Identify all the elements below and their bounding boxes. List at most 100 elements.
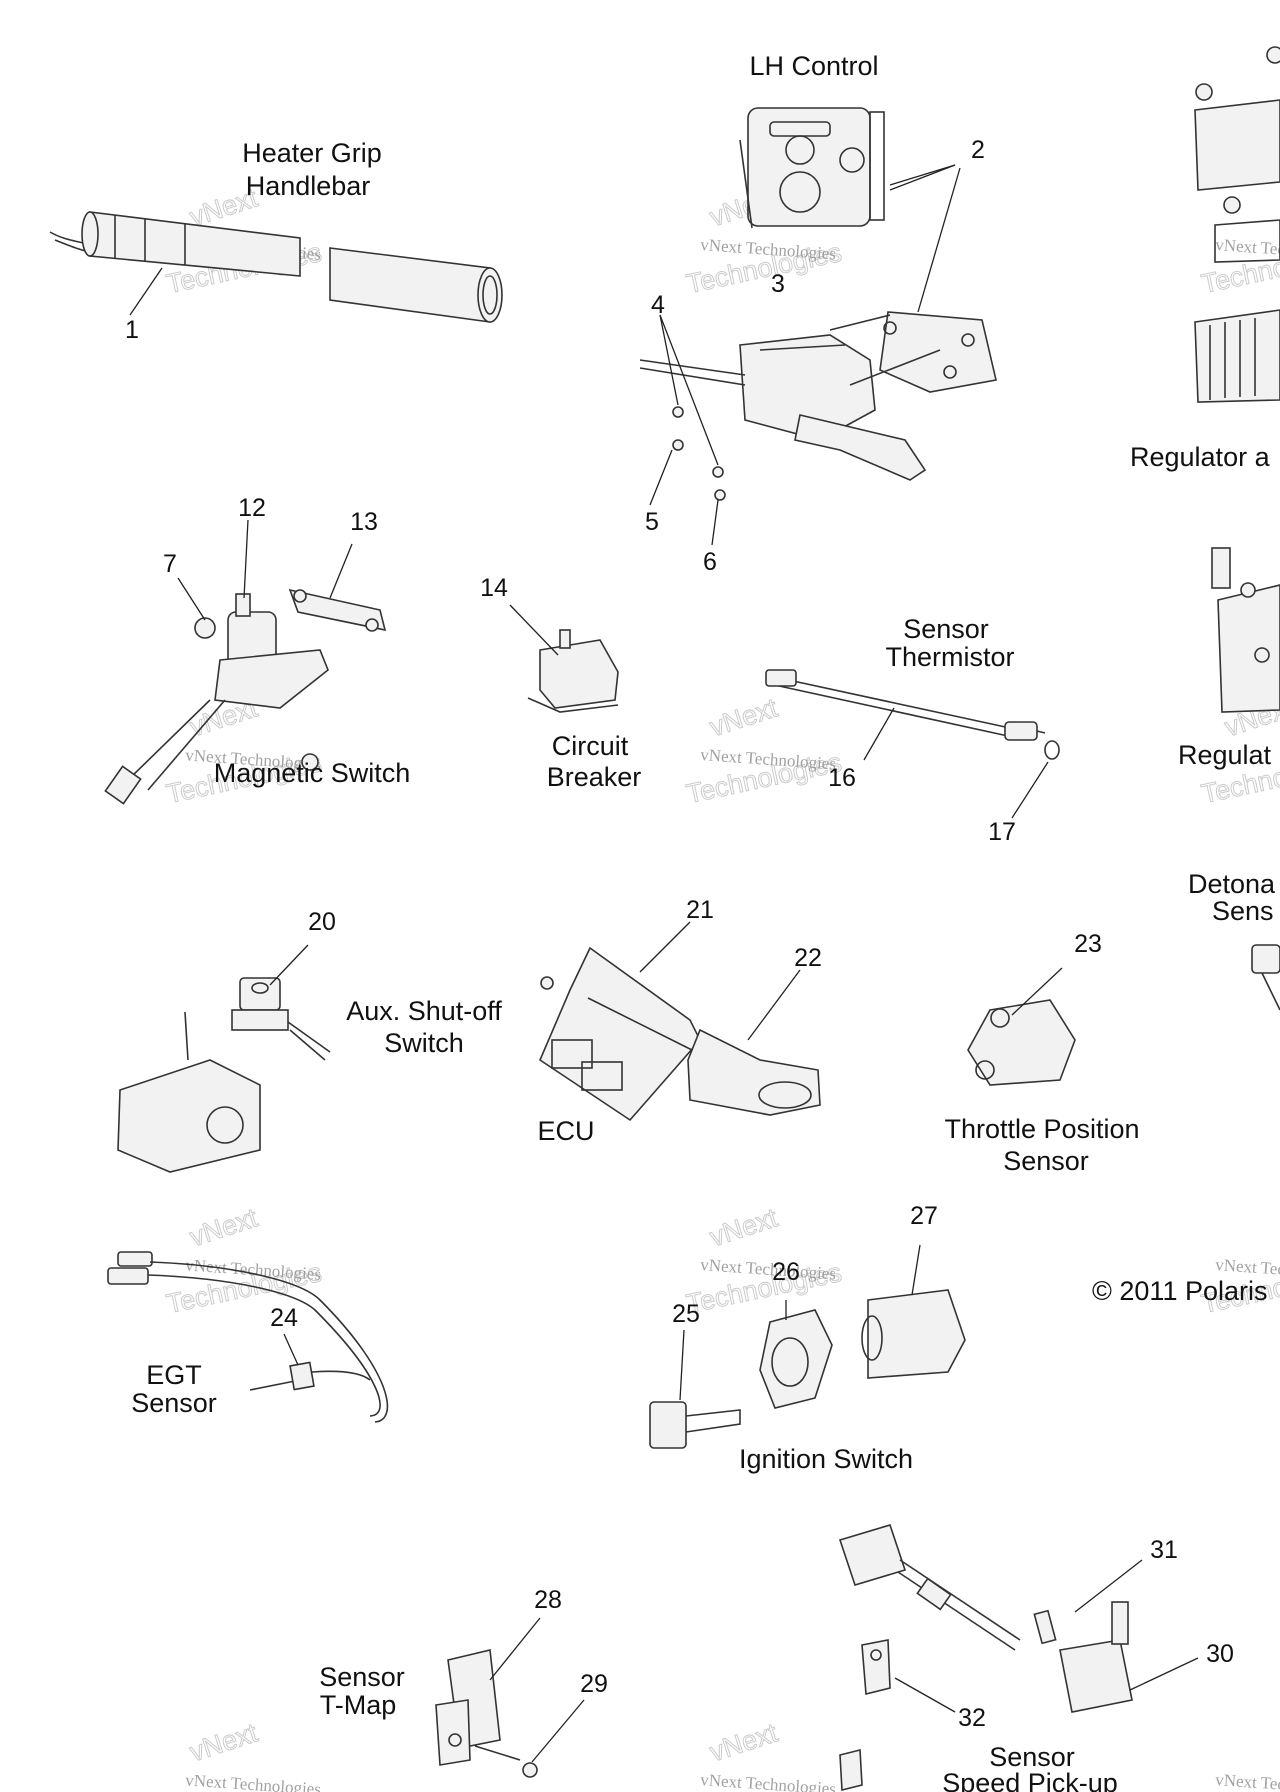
grommet bbox=[916, 1577, 952, 1611]
bracket-hole bbox=[961, 333, 975, 347]
label-tmap-sensor: Sensor bbox=[319, 1662, 405, 1692]
body-detail bbox=[759, 344, 846, 351]
bracket-hole bbox=[943, 365, 957, 379]
ecu-body bbox=[539, 946, 701, 1122]
cable bbox=[639, 359, 746, 376]
clip-hole bbox=[870, 1649, 882, 1661]
watermark-text: vNext bbox=[706, 692, 781, 742]
callout-24: 24 bbox=[270, 1304, 298, 1332]
detonation-connector bbox=[1251, 944, 1280, 974]
part-numbers: 1 2 3 4 5 6 7 12 13 14 16 17 20 21 22 23… bbox=[125, 136, 1234, 1732]
egt-connector bbox=[107, 1267, 149, 1285]
leader-line bbox=[1011, 761, 1049, 819]
nut bbox=[540, 976, 554, 990]
callout-12: 12 bbox=[238, 494, 266, 522]
nut-hole bbox=[771, 1337, 809, 1387]
lh-control-bracket bbox=[879, 311, 997, 393]
watermark: vNext vNext Technologies Technologies bbox=[163, 692, 324, 810]
nut bbox=[194, 617, 216, 639]
callout-22: 22 bbox=[794, 944, 822, 972]
ecu-mount bbox=[687, 1028, 821, 1116]
leader-line bbox=[711, 499, 719, 546]
watermark-text: vNext bbox=[186, 1717, 261, 1767]
leader-line bbox=[531, 1699, 585, 1763]
sensor-tip bbox=[1036, 730, 1046, 734]
leader-line bbox=[489, 1617, 541, 1681]
leader-line bbox=[889, 164, 956, 186]
tps-hole bbox=[975, 1060, 995, 1080]
callout-4: 4 bbox=[651, 291, 665, 319]
screw bbox=[522, 1762, 538, 1778]
leader-line bbox=[1074, 1559, 1143, 1613]
brake-lever bbox=[794, 414, 927, 481]
solenoid-bracket bbox=[214, 649, 329, 709]
section-labels: LH Control Heater Grip Handlebar Regulat… bbox=[131, 51, 1276, 1792]
leader-line bbox=[177, 577, 206, 621]
regulator-body bbox=[1217, 584, 1280, 713]
watermark: vNext vNext Technologies Technologies bbox=[683, 692, 844, 810]
leader-line bbox=[1129, 1657, 1199, 1691]
egt-nut bbox=[289, 1361, 315, 1391]
regulator-mid-assembly bbox=[1211, 547, 1280, 713]
wire bbox=[127, 699, 211, 781]
sensor-probe bbox=[1004, 721, 1038, 741]
clip bbox=[839, 1748, 863, 1792]
speed-pickup-assembly bbox=[838, 1524, 1199, 1792]
grip-end bbox=[81, 211, 99, 257]
speed-sensor-body bbox=[1059, 1639, 1133, 1713]
lh-control-button bbox=[779, 171, 821, 213]
nut bbox=[1195, 83, 1213, 101]
bracket-hole bbox=[883, 321, 897, 335]
washer bbox=[1044, 740, 1060, 760]
callout-25: 25 bbox=[672, 1300, 700, 1328]
watermark: vNext Technologies bbox=[1215, 1770, 1280, 1792]
callout-5: 5 bbox=[645, 508, 659, 536]
leader-line bbox=[889, 164, 956, 191]
screw bbox=[672, 439, 684, 451]
lh-control-cable bbox=[739, 139, 753, 229]
screw bbox=[672, 406, 684, 418]
bracket-arm bbox=[184, 1011, 189, 1061]
label-regulator-mid: Regulat bbox=[1178, 740, 1272, 770]
callout-7: 7 bbox=[163, 550, 177, 578]
nut bbox=[1240, 582, 1256, 598]
label-speed-sensor: Sensor bbox=[989, 1742, 1075, 1772]
callout-16: 16 bbox=[828, 764, 856, 792]
label-speed-pickup: Speed Pick-up bbox=[942, 1768, 1118, 1792]
tps-body bbox=[967, 999, 1076, 1086]
cable bbox=[639, 367, 746, 386]
bracket-hole bbox=[206, 1106, 244, 1144]
switch-base bbox=[231, 1009, 289, 1031]
leader-line bbox=[659, 314, 679, 406]
callout-26: 26 bbox=[772, 1258, 800, 1286]
leader-line bbox=[894, 1677, 956, 1713]
label-regulator-top: Regulator a bbox=[1130, 442, 1271, 472]
callout-29: 29 bbox=[580, 1670, 608, 1698]
tmap-hole bbox=[448, 1733, 462, 1747]
egt-wire bbox=[149, 1261, 389, 1423]
leader-line bbox=[639, 921, 691, 973]
handlebar-end bbox=[477, 267, 503, 323]
label-breaker: Breaker bbox=[547, 762, 642, 792]
tps-hole bbox=[990, 1008, 1010, 1028]
leader-line bbox=[1011, 967, 1063, 1016]
callout-3: 3 bbox=[771, 270, 785, 298]
callout-13: 13 bbox=[350, 508, 378, 536]
dash-guide bbox=[849, 349, 941, 386]
regulator-gasket bbox=[1214, 219, 1280, 263]
cylinder-face bbox=[861, 1315, 883, 1361]
callout-20: 20 bbox=[308, 908, 336, 936]
label-egt: EGT bbox=[146, 1360, 202, 1390]
watermark: vNext vNext Technologies bbox=[185, 1717, 322, 1792]
heater-grip-handlebar bbox=[49, 211, 503, 323]
key-blade bbox=[685, 1409, 741, 1433]
leader-line bbox=[679, 1329, 685, 1401]
watermark: vNext vNext Technologies Technologies bbox=[163, 1202, 324, 1320]
breaker-terminal bbox=[559, 629, 571, 649]
egt-sensor-assembly bbox=[107, 1251, 389, 1423]
regulator-box bbox=[1194, 99, 1280, 191]
watermark-text: vNext Technologies bbox=[185, 1770, 322, 1792]
speed-connector bbox=[838, 1524, 907, 1586]
magnetic-switch-assembly bbox=[104, 519, 387, 805]
lh-control-side bbox=[869, 111, 885, 221]
